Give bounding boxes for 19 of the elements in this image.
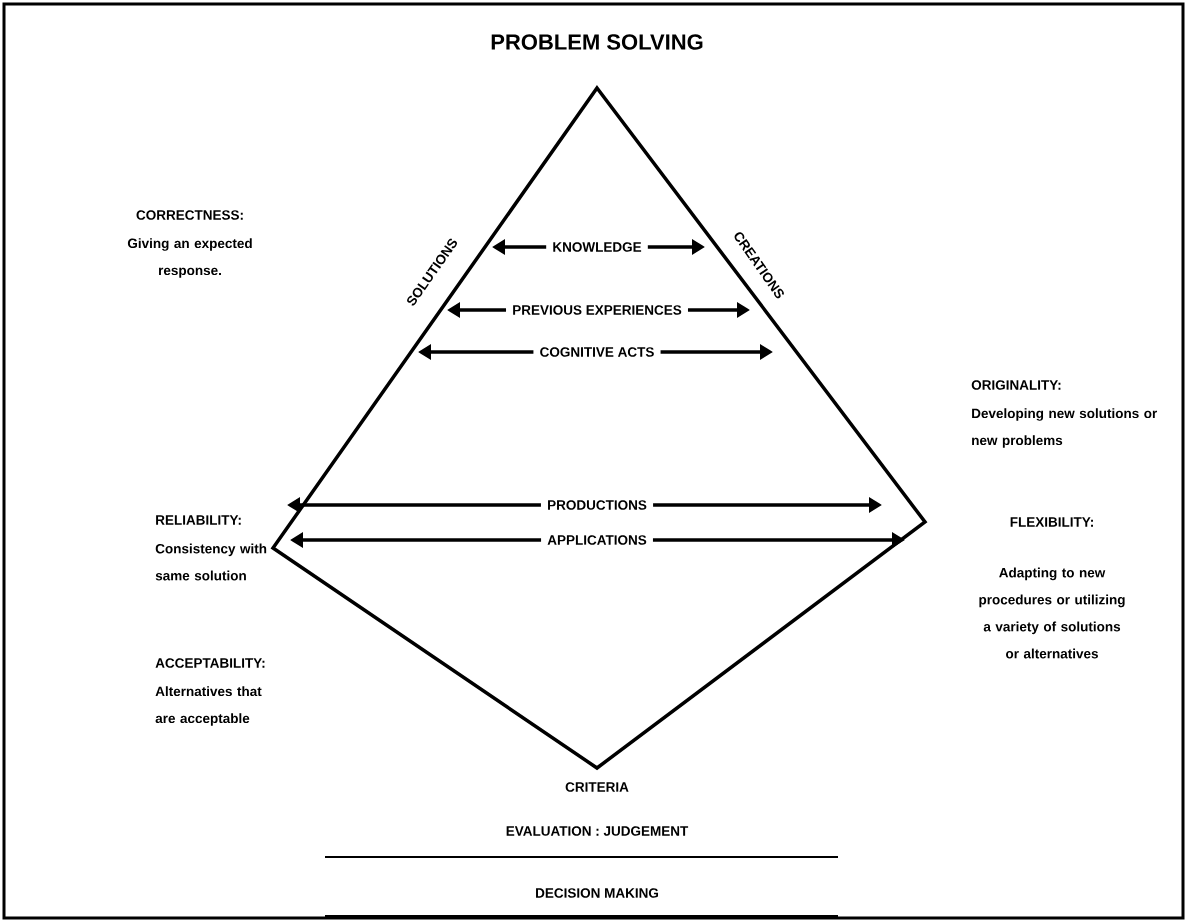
criterion-description: Consistency with same solution — [155, 543, 267, 581]
arrow-label: APPLICATIONS — [547, 535, 647, 545]
arrow-label: PRODUCTIONS — [548, 500, 647, 510]
criterion-heading: ACCEPTABILITY: — [155, 658, 265, 668]
criterion-description: Alternatives that are acceptable — [155, 686, 262, 726]
arrow-label: KNOWLEDGE — [553, 242, 642, 252]
level-label: DECISION MAKING — [536, 888, 659, 898]
arrow-label: PREVIOUS EXPERIENCES — [513, 305, 682, 315]
criterion-description: Giving an expected response. — [127, 238, 252, 278]
arrow-label: COGNITIVE ACTS — [540, 347, 654, 357]
criterion-heading: FLEXIBILITY: — [1010, 517, 1093, 527]
criterion-description: Adapting to new procedures or utilizing a variety of solutions or alternatives — [979, 567, 1125, 659]
criterion-heading: ORIGINALITY: — [971, 380, 1061, 390]
level-label: EVALUATION : JUDGEMENT — [506, 826, 689, 836]
criterion-heading: CORRECTNESS: — [136, 210, 243, 220]
criterion-description: Developing new solutions or new problems — [972, 408, 1157, 448]
criterion-heading: RELIABILITY: — [156, 515, 241, 525]
title: PROBLEM SOLVING — [491, 34, 703, 50]
criteria-label: CRITERIA — [565, 782, 629, 792]
